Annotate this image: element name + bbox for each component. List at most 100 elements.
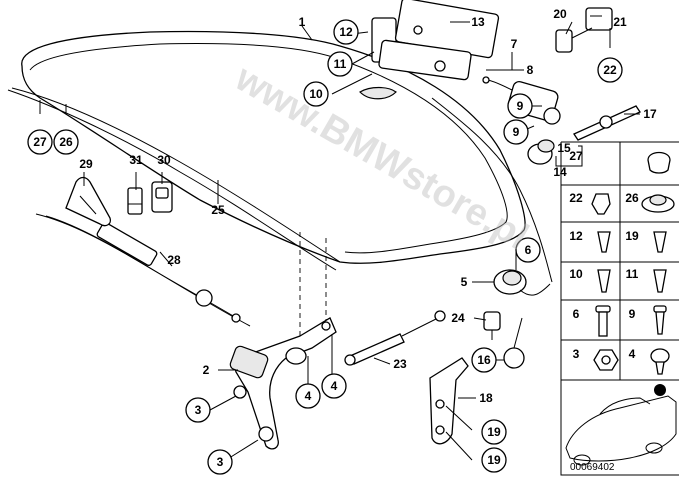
label-text: 23 xyxy=(393,357,407,371)
part-label-3: 3 xyxy=(207,449,233,475)
label-text: 27 xyxy=(33,135,47,149)
bulb-24 xyxy=(483,311,501,340)
part-label-34: 31 xyxy=(129,153,143,167)
label-text: 13 xyxy=(471,15,485,29)
label-circle xyxy=(481,419,507,445)
label-text: 27 xyxy=(569,149,583,163)
label-text: 15 xyxy=(557,141,571,155)
label-text: 18 xyxy=(479,391,493,405)
label-text: 12 xyxy=(339,25,353,39)
handle-29 xyxy=(65,176,112,227)
part-label-32: 29 xyxy=(79,157,93,171)
ring-16 xyxy=(503,317,525,369)
part-label-16: 14 xyxy=(553,165,567,179)
leader-lines xyxy=(39,15,640,461)
part-label-33: 30 xyxy=(157,153,171,167)
clip-31 xyxy=(127,187,143,215)
label-text: 31 xyxy=(129,153,143,167)
label-circle xyxy=(207,449,233,475)
part-label-6: 5 xyxy=(461,275,468,289)
label-text: 24 xyxy=(451,311,465,325)
clip-30 xyxy=(151,181,173,213)
label-text: 8 xyxy=(527,63,534,77)
bracket-18 xyxy=(429,357,469,445)
label-text: 11 xyxy=(626,267,639,281)
gas-strut xyxy=(344,310,446,366)
part-label-36: 22 xyxy=(569,191,583,205)
label-text: 30 xyxy=(157,153,171,167)
label-text: 26 xyxy=(625,191,639,205)
part-label-19: 17 xyxy=(643,107,657,121)
label-text: 7 xyxy=(511,37,518,51)
bracket-20-21 xyxy=(555,7,613,53)
label-text: 10 xyxy=(309,87,323,101)
label-text: 11 xyxy=(334,57,347,71)
label-text: 10 xyxy=(569,267,583,281)
part-label-27: 24 xyxy=(451,311,465,325)
part-label-45: 4 xyxy=(629,347,636,361)
label-text: 4 xyxy=(305,389,312,403)
buffer-15 xyxy=(527,139,555,165)
label-text: 22 xyxy=(569,191,583,205)
label-text: 12 xyxy=(569,229,583,243)
latch-assembly xyxy=(371,0,553,283)
part-label-26: 23 xyxy=(393,357,407,371)
part-label-28: 25 xyxy=(211,203,225,217)
part-label-8: 7 xyxy=(511,37,518,51)
label-circle xyxy=(515,237,541,263)
label-text: 25 xyxy=(211,203,225,217)
label-text: 6 xyxy=(573,307,580,321)
part-label-12: 10 xyxy=(303,81,329,107)
part-label-44: 3 xyxy=(573,347,580,361)
part-label-21: 19 xyxy=(481,419,507,445)
label-text: 21 xyxy=(613,15,627,29)
label-circle xyxy=(185,397,211,423)
label-text: 9 xyxy=(513,125,520,139)
cap-5-6 xyxy=(493,269,551,296)
label-circle xyxy=(503,119,529,145)
label-text: 1 xyxy=(299,15,306,29)
label-text: 28 xyxy=(167,253,181,267)
label-circle xyxy=(53,129,79,155)
label-text: 3 xyxy=(217,455,224,469)
part-label-10: 9 xyxy=(507,93,533,119)
part-label-39: 19 xyxy=(625,229,639,243)
label-circle xyxy=(507,93,533,119)
trunk-lid xyxy=(7,30,526,271)
label-text: 19 xyxy=(487,453,501,467)
part-label-25: 22 xyxy=(597,57,623,83)
label-text: 20 xyxy=(553,7,567,21)
part-label-4: 4 xyxy=(295,383,321,409)
label-circle xyxy=(295,383,321,409)
label-text: 26 xyxy=(59,135,73,149)
part-label-30: 27 xyxy=(27,129,53,155)
part-label-17: 15 xyxy=(557,141,571,155)
part-label-35: 27 xyxy=(569,149,583,163)
part-label-18: 16 xyxy=(471,347,497,373)
part-label-22: 19 xyxy=(481,447,507,473)
label-text: 4 xyxy=(331,379,338,393)
strap-17 xyxy=(573,105,641,141)
part-label-43: 9 xyxy=(629,307,636,321)
part-label-5: 4 xyxy=(321,373,347,399)
label-circle xyxy=(327,51,353,77)
part-label-14: 12 xyxy=(333,19,359,45)
label-circle xyxy=(321,373,347,399)
label-text: 9 xyxy=(629,307,636,321)
location-dot xyxy=(654,384,666,396)
part-label-callouts: 1233445678991011121314151617181919202122… xyxy=(27,7,657,475)
part-label-29: 26 xyxy=(53,129,79,155)
label-circle xyxy=(481,447,507,473)
part-label-42: 6 xyxy=(573,307,580,321)
part-label-13: 11 xyxy=(327,51,353,77)
label-text: 3 xyxy=(573,347,580,361)
label-circle xyxy=(333,19,359,45)
label-circle xyxy=(27,129,53,155)
label-circle xyxy=(597,57,623,83)
part-label-38: 12 xyxy=(569,229,583,243)
part-label-7: 6 xyxy=(515,237,541,263)
part-label-41: 11 xyxy=(626,267,639,281)
label-text: 4 xyxy=(629,347,636,361)
part-label-24: 21 xyxy=(613,15,627,29)
